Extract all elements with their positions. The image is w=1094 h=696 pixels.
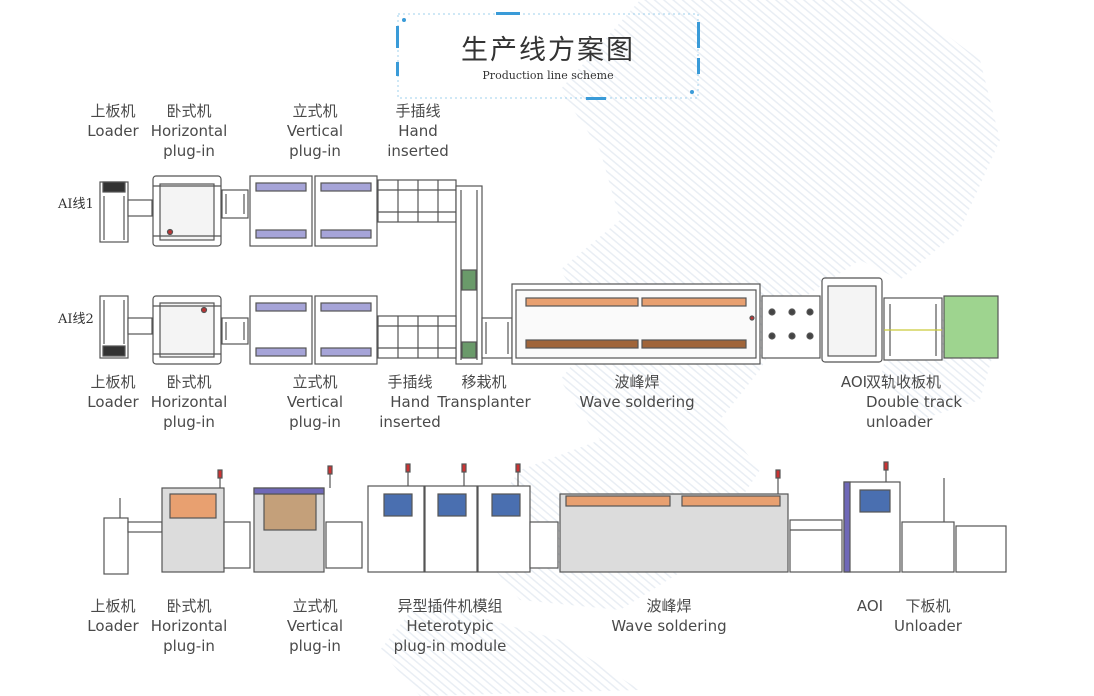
line-tag-ai1: AI线1 bbox=[58, 197, 94, 212]
line-tag-ai2: AI线2 bbox=[58, 312, 94, 327]
title-frame: 生产线方案图 Production line scheme bbox=[396, 12, 700, 100]
title-frame-decoration bbox=[396, 12, 700, 100]
bottom-label-aoi: AOI bbox=[856, 597, 884, 615]
page-title: 生产线方案图 bbox=[461, 35, 635, 66]
mid-label-aoi: AOI bbox=[840, 373, 868, 391]
page-subtitle: Production line scheme bbox=[482, 69, 614, 82]
